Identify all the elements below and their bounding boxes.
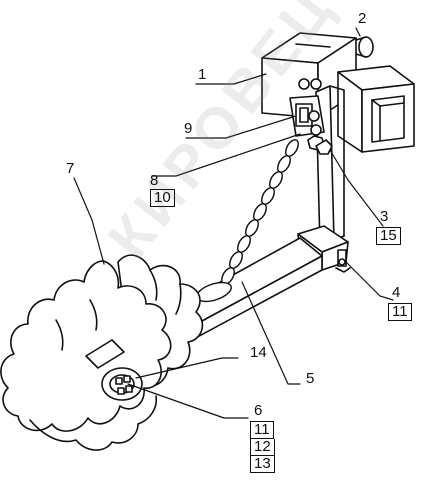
callout-group-8: 8 10 xyxy=(150,172,175,207)
callout-10: 10 xyxy=(150,189,175,207)
clamp-plate xyxy=(289,78,333,155)
callout-15: 15 xyxy=(376,227,401,245)
callout-group-6: 6 11 12 13 xyxy=(250,402,275,473)
pin-right xyxy=(355,36,374,58)
hub xyxy=(85,339,143,401)
callout-group-4: 4 11 xyxy=(388,284,412,321)
callout-9: 9 xyxy=(184,120,193,137)
callout-14: 14 xyxy=(250,344,267,361)
callout-7: 7 xyxy=(66,160,75,177)
callout-11-b: 11 xyxy=(250,421,274,439)
callout-2: 2 xyxy=(358,10,367,27)
leader-lines xyxy=(73,27,394,419)
callout-13: 13 xyxy=(250,456,275,473)
callout-6: 6 xyxy=(254,402,263,419)
chain xyxy=(196,139,299,303)
callout-5: 5 xyxy=(306,370,315,387)
square-tube xyxy=(337,65,415,153)
callout-11-a: 11 xyxy=(388,303,412,321)
callout-4: 4 xyxy=(392,284,401,301)
callout-8: 8 xyxy=(150,172,159,189)
callout-12: 12 xyxy=(250,439,275,456)
callout-group-3: 3 15 xyxy=(376,208,401,245)
callout-3: 3 xyxy=(380,208,389,225)
callout-1: 1 xyxy=(198,66,207,83)
